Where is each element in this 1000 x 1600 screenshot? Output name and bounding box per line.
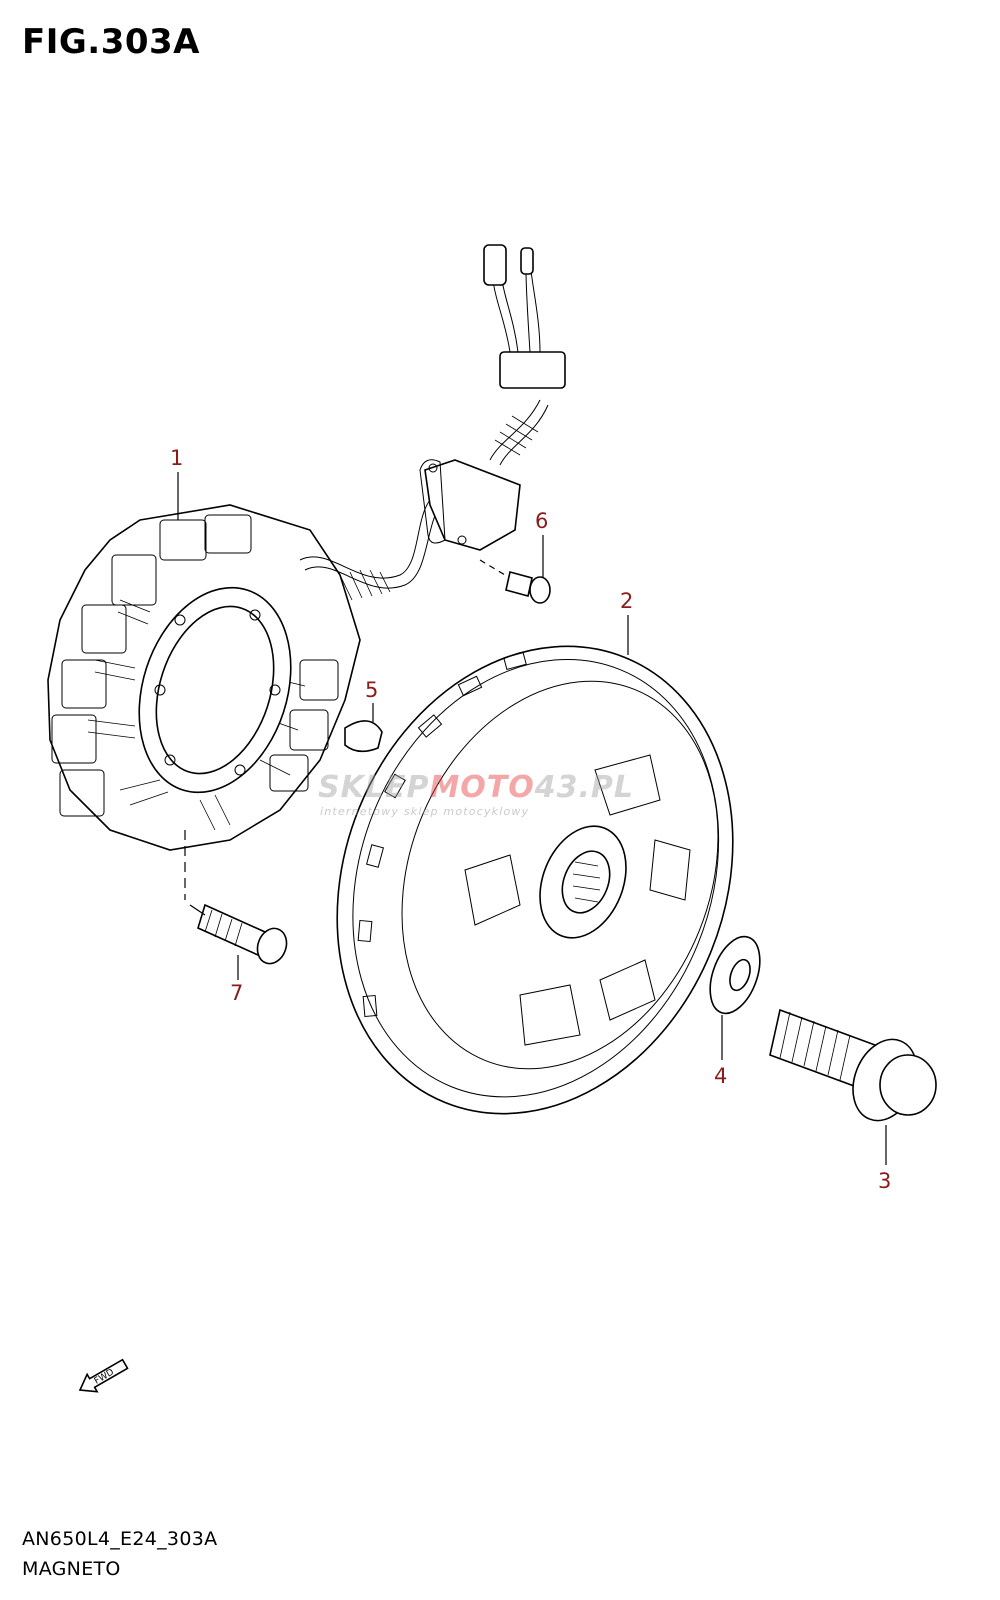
callout-5: 5 — [365, 678, 378, 702]
callout-2: 2 — [620, 589, 633, 613]
watermark-brand-gray: SKLEP — [318, 770, 430, 805]
watermark-brand-suffix: 43.PL — [534, 770, 635, 805]
watermark-tagline: internetowy sklep motocyklowy — [320, 805, 530, 818]
callout-3: 3 — [878, 1169, 891, 1193]
fwd-arrow-icon: FWD — [78, 1358, 129, 1393]
callout-1: 1 — [170, 446, 183, 470]
figure-code: AN650L4_E24_303A — [22, 1528, 218, 1550]
callout-4: 4 — [714, 1064, 727, 1088]
callout-6: 6 — [535, 509, 548, 533]
sensor-screw-part[interactable] — [505, 571, 551, 604]
figure-title: FIG.303A — [22, 22, 200, 62]
stator-coil-part[interactable] — [47, 244, 566, 851]
stator-bolt-part[interactable] — [197, 903, 291, 968]
key-part[interactable] — [344, 720, 383, 753]
rotor-bolt-part[interactable] — [769, 1008, 937, 1130]
washer-part[interactable] — [701, 930, 770, 1020]
watermark-logo: SKLEPMOTO43.PL — [318, 770, 634, 805]
section-name: MAGNETO — [22, 1558, 121, 1580]
watermark-brand-red: MOTO — [429, 770, 535, 805]
fwd-label: FWD — [93, 1367, 116, 1386]
leader-lines — [177, 472, 887, 1165]
magneto-rotor-part[interactable] — [269, 586, 801, 1173]
callout-7: 7 — [230, 981, 243, 1005]
